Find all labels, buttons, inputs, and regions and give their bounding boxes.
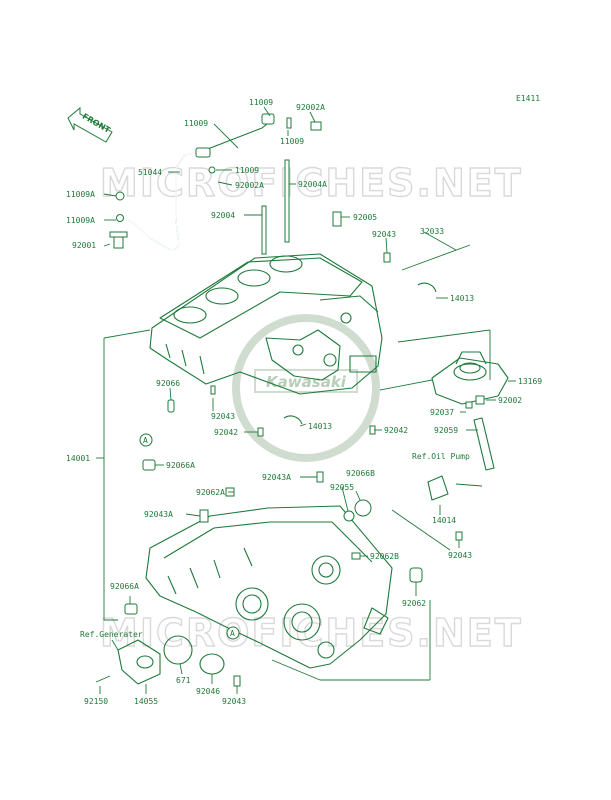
- part-labels: 11009 92002A 11009 11009 51044 11009 920…: [66, 98, 542, 706]
- label-14013-b: 14013: [308, 422, 332, 431]
- kawasaki-logo: Kawasaki: [232, 314, 380, 462]
- label-11009-b: 11009: [280, 137, 304, 146]
- diagram-code: E1411: [516, 94, 540, 103]
- label-ref-generator: Ref.Generater: [80, 630, 143, 639]
- upper-crankcase: [149, 253, 383, 395]
- label-11009-a: 11009: [184, 119, 208, 128]
- label-11009-c: 11009: [235, 166, 259, 175]
- label-92043-c: 92043: [448, 551, 472, 560]
- label-92002a-b: 92002A: [235, 181, 264, 190]
- label-92062a: 92062A: [196, 488, 225, 497]
- marker-a-2-label: A: [230, 629, 235, 638]
- label-92046: 92046: [196, 687, 220, 696]
- label-14013-a: 14013: [450, 294, 474, 303]
- watermark-top: MICROFICHES.NET: [100, 161, 523, 205]
- label-92066a-b: 92066A: [110, 582, 139, 591]
- label-92043-a: 92043: [372, 230, 396, 239]
- oil-hose-51044: [109, 113, 322, 251]
- label-671: 671: [176, 676, 191, 685]
- watermark-bottom: MICROFICHES.NET: [100, 611, 523, 655]
- label-14001: 14001: [66, 454, 90, 463]
- label-92055: 92055: [330, 483, 354, 492]
- label-92042-b: 92042: [384, 426, 408, 435]
- marker-a-2: [226, 626, 240, 640]
- small-parts: [95, 282, 483, 687]
- label-92002a-top: 92002A: [296, 103, 325, 112]
- label-92150: 92150: [84, 697, 108, 706]
- label-51044: 51044: [138, 168, 162, 177]
- label-92002: 92002: [498, 396, 522, 405]
- label-14014: 14014: [432, 516, 456, 525]
- label-11009a-1: 11009A: [66, 190, 95, 199]
- marker-a-1-label: A: [143, 436, 148, 445]
- label-92066b: 92066B: [346, 469, 375, 478]
- lower-crankcase: [145, 505, 393, 669]
- label-92004a: 92004A: [298, 180, 327, 189]
- label-92004: 92004: [211, 211, 235, 220]
- label-92001: 92001: [72, 241, 96, 250]
- kawasaki-logo-text: Kawasaki: [266, 373, 347, 391]
- label-14055: 14055: [134, 697, 158, 706]
- label-92062: 92062: [402, 599, 426, 608]
- label-11009-top: 11009: [249, 98, 273, 107]
- label-92062b: 92062B: [370, 552, 399, 561]
- label-32033: 32033: [420, 227, 444, 236]
- oil-pump-cover-13169: [431, 351, 509, 471]
- label-ref-oil-pump: Ref.Oil Pump: [412, 452, 470, 461]
- label-92005: 92005: [353, 213, 377, 222]
- label-92066: 92066: [156, 379, 180, 388]
- leader-lines: [99, 106, 516, 694]
- label-13169: 13169: [518, 377, 542, 386]
- front-arrow-icon: FRONT: [67, 106, 113, 143]
- label-92043-b: 92043: [211, 412, 235, 421]
- label-92066a-a: 92066A: [166, 461, 195, 470]
- label-92043a-b: 92043A: [144, 510, 173, 519]
- label-92043-d: 92043: [222, 697, 246, 706]
- label-92043a-a: 92043A: [262, 473, 291, 482]
- label-92037: 92037: [430, 408, 454, 417]
- label-92059: 92059: [434, 426, 458, 435]
- marker-a-1: [139, 433, 153, 447]
- bracket-14001: [103, 338, 118, 621]
- label-11009a-2: 11009A: [66, 216, 95, 225]
- label-92042-a: 92042: [214, 428, 238, 437]
